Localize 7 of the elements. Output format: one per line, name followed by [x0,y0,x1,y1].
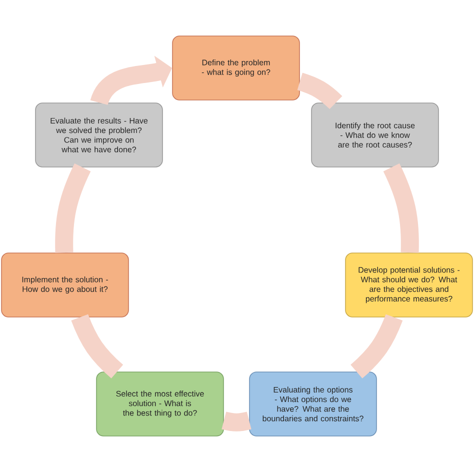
step-box: Implement the solution - How do we go about it? [1,252,129,318]
step-box: Define the problem - what is going on? [172,36,300,100]
step-box: Evaluate the results - Have we solved the problem? Can we improve on what we have done? [35,102,163,168]
step-box: Develop potential solutions - What should we do? What are the objectives and performance measures? [345,252,473,318]
step-box: Identify the root cause - What do we know are the root causes? [311,102,439,168]
step-box: Select the most effective solution - What is the best thing to do? [96,372,224,436]
step-box: Evaluating the options - What options do we have? What are the boundaries and constraints? [249,372,377,436]
